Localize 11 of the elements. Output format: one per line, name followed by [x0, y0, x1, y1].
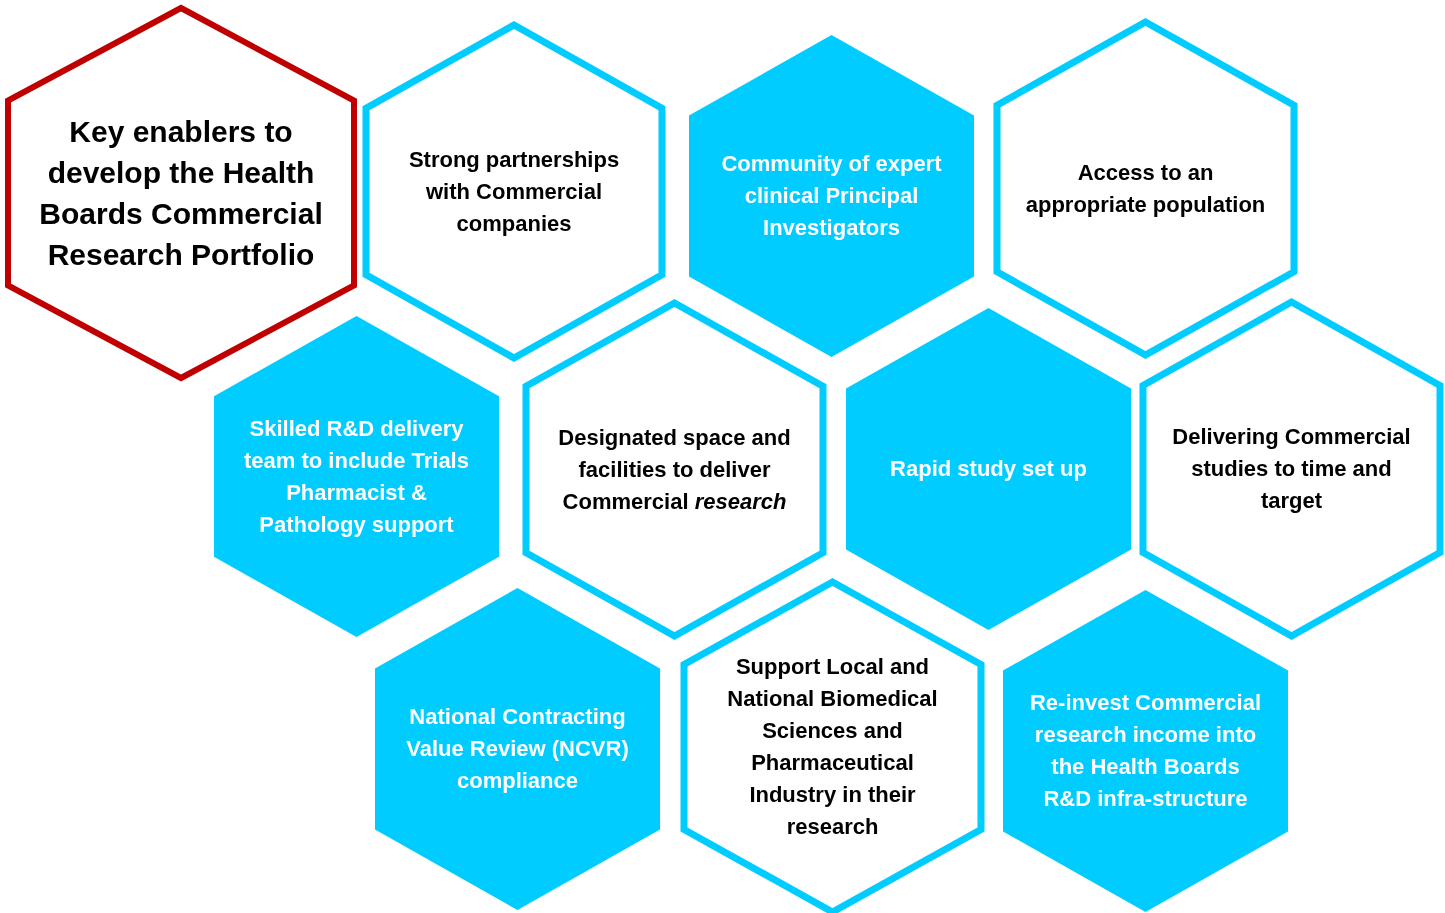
tile-text: Key enablers to develop the Health Boards Commercial Research Portfolio [38, 114, 324, 273]
tile-text: Community of expert clinical Principal Investigators [720, 150, 943, 242]
tile-text: Rapid study set up [890, 455, 1087, 483]
hexagon-tile [375, 588, 660, 910]
hexagon-tile [846, 308, 1131, 630]
hexagon-tile [214, 316, 499, 637]
tile-text: Re-invest Commercial research income into the Health Boards R&D infra-structure [1029, 689, 1262, 813]
tile-text: Skilled R&D delivery team to include Trials Pharmacist & Pathology support [243, 414, 470, 539]
hexagon-tile [1003, 590, 1288, 912]
tile-text: National Contracting Value Review (NCVR) compliance [405, 703, 630, 795]
hexagon-tile [689, 35, 974, 357]
